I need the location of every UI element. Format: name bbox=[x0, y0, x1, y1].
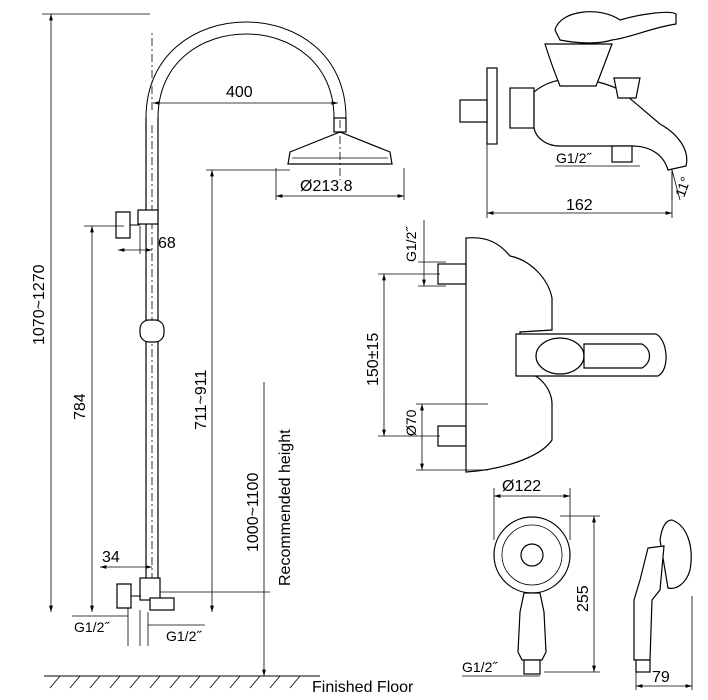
spout-nut bbox=[509, 87, 535, 129]
recommended-height-label: Recommended height bbox=[277, 429, 294, 586]
spout-inlet bbox=[459, 99, 488, 123]
mixer-lower-inlet bbox=[437, 425, 467, 447]
diverter-knob bbox=[613, 77, 641, 99]
hand-shower-handle bbox=[517, 592, 547, 661]
mixer-handle-cap bbox=[535, 337, 585, 375]
inlet-right-label: G1/2˝ bbox=[166, 628, 202, 644]
valve-height-label: 784 bbox=[72, 393, 89, 420]
spout-lever bbox=[554, 11, 677, 44]
mixer-escutcheon-label: Ø70 bbox=[403, 409, 419, 436]
spout-cartridge bbox=[544, 43, 613, 87]
spout-wall-flange bbox=[486, 67, 498, 145]
head-height-label: 711~911 bbox=[193, 370, 210, 430]
hand-shower-side-handle bbox=[633, 545, 665, 661]
arm-reach-label: 400 bbox=[226, 84, 253, 101]
mixer-centers-label: 150±15 bbox=[365, 333, 382, 386]
angle-line bbox=[671, 169, 681, 201]
diverter-handle bbox=[116, 583, 132, 609]
hand-shower-center bbox=[520, 543, 544, 567]
inlet-left-label: G1/2˝ bbox=[74, 619, 110, 635]
total-height-label: 1070~1270 bbox=[31, 264, 48, 345]
diverter-body bbox=[139, 577, 161, 601]
hand-diameter-label: Ø122 bbox=[502, 478, 541, 495]
floor-hatching bbox=[49, 675, 301, 689]
mount-height-label: 1000~1100 bbox=[245, 473, 262, 552]
bath-mixer-view: G1/2˝ 150±15 Ø70 bbox=[365, 220, 667, 473]
finished-floor-label: Finished Floor bbox=[312, 679, 414, 696]
mixer-handle-lever bbox=[583, 343, 651, 369]
holder-bracket bbox=[137, 209, 159, 225]
mixer-upper-inlet bbox=[437, 263, 467, 285]
slider bbox=[139, 319, 165, 343]
hand-depth-label: 79 bbox=[652, 669, 670, 686]
bottom-outlet bbox=[149, 597, 175, 611]
head-diameter-label: Ø213.8 bbox=[300, 178, 353, 195]
gooseneck-arm-outer bbox=[145, 21, 347, 119]
gooseneck-arm-inner bbox=[157, 33, 335, 119]
holder-offset-label: 68 bbox=[158, 235, 176, 252]
hand-shower-side-connector bbox=[635, 659, 651, 673]
spout-lower-fitting bbox=[611, 145, 633, 163]
hand-length-label: 255 bbox=[575, 585, 592, 612]
mixer-inlet-label: G1/2˝ bbox=[403, 226, 419, 262]
hand-shower-connector bbox=[523, 659, 541, 675]
spout-angle-label: 11° bbox=[672, 175, 694, 199]
hand-shower-front-view: Ø122 255 G1/2˝ bbox=[462, 478, 600, 677]
spout-length-label: 162 bbox=[566, 197, 593, 214]
hand-shower-side-view: 79 bbox=[633, 519, 693, 690]
hand-inlet-label: G1/2˝ bbox=[462, 659, 498, 675]
valve-offset-label: 34 bbox=[102, 549, 120, 566]
hand-shower-ring bbox=[501, 524, 563, 586]
bath-spout-view: G1/2˝ 162 11° bbox=[459, 11, 694, 218]
spout-inlet-label: G1/2˝ bbox=[556, 150, 592, 166]
holder-knob bbox=[115, 211, 131, 239]
hand-shower-side-head bbox=[659, 519, 692, 589]
shower-column-view: 400 Ø213.8 1070~1270 68 784 711~911 1000… bbox=[31, 13, 414, 696]
